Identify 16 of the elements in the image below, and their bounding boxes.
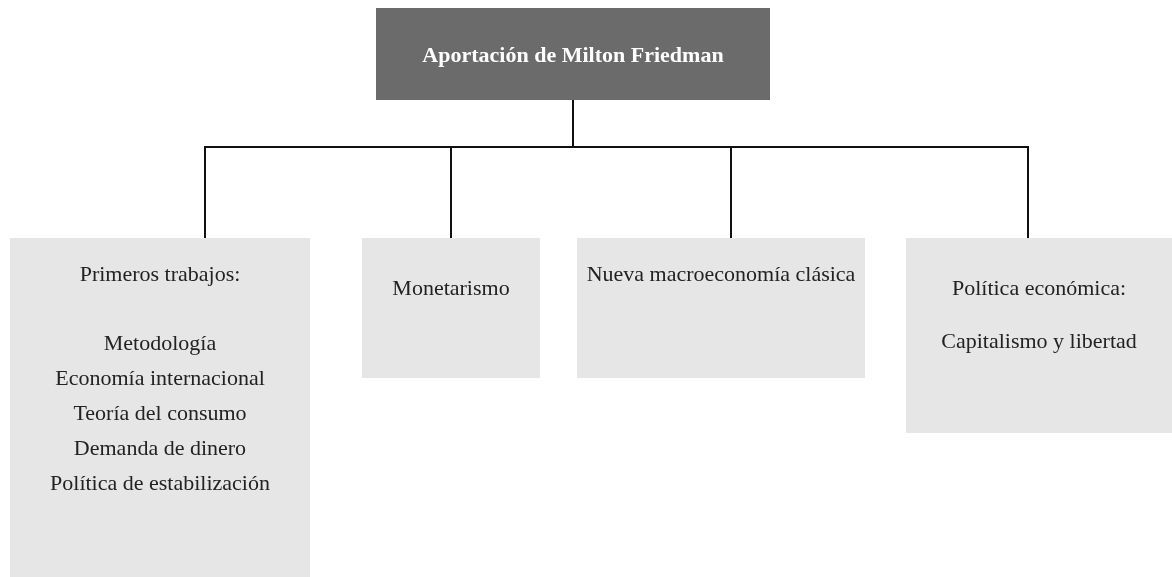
title-box <box>376 8 770 100</box>
box-heading: Política económica: <box>951 274 1127 302</box>
box-heading: Aportación de Milton Friedman <box>422 40 724 69</box>
box-text: Economía internacional <box>55 364 265 392</box>
box-text: Política de estabilización <box>50 469 270 497</box>
topic-box <box>577 238 865 378</box>
box-heading: Nueva macroeconomía clásica <box>586 260 856 288</box>
topic-box <box>362 238 540 378</box>
box-text: Metodología <box>103 329 217 357</box>
box-text: Demanda de dinero <box>73 434 247 462</box>
box-heading: Monetarismo <box>392 274 510 302</box>
topic-box <box>10 238 310 577</box>
topic-box <box>906 238 1172 433</box>
box-heading: Primeros trabajos: <box>79 260 241 288</box>
box-text: Capitalismo y libertad <box>941 327 1137 355</box>
box-text: Teoría del consumo <box>73 399 247 427</box>
